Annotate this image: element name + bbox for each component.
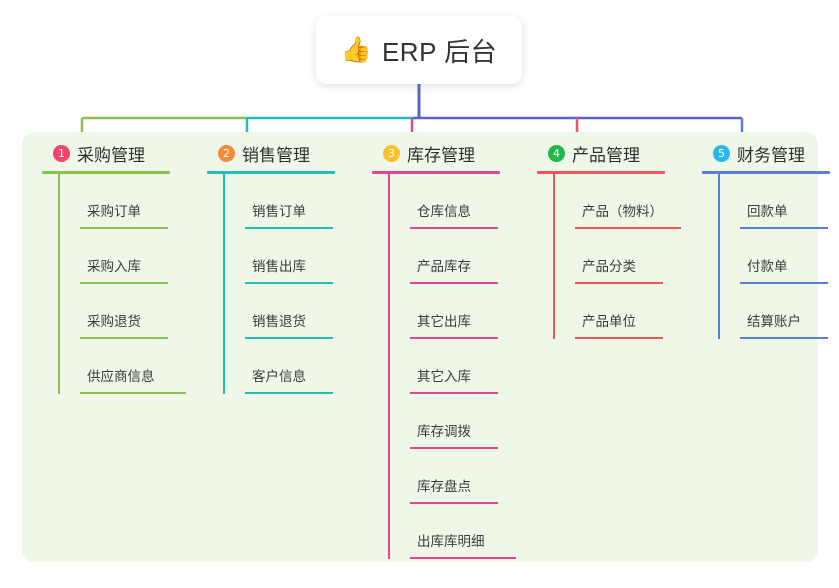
leaf-underline [80, 392, 186, 394]
leaf-underline [740, 282, 828, 284]
leaf-item[interactable]: 供应商信息 [80, 339, 186, 394]
column-header[interactable]: 3 库存管理 [366, 140, 516, 166]
column-title: 产品管理 [572, 145, 640, 165]
leaf-item[interactable]: 结算账户 [740, 284, 839, 339]
column-underline [42, 171, 170, 174]
leaf-item[interactable]: 销售出库 [245, 229, 351, 284]
leaf-underline [410, 557, 516, 559]
leaf-underline [245, 282, 333, 284]
leaf-item[interactable]: 其它出库 [410, 284, 516, 339]
leaf-label: 付款单 [747, 259, 788, 274]
column-4: 4 产品管理产品（物料） 产品分类产品单位 [531, 140, 681, 339]
branch-spine: 销售订单销售出库销售退货客户信息 [223, 174, 351, 394]
column-title: 销售管理 [242, 145, 310, 165]
leaf-underline [245, 227, 333, 229]
leaf-label: 库存调拨 [417, 424, 471, 439]
leaf-underline [575, 337, 663, 339]
leaf-underline [410, 502, 498, 504]
leaf-underline [80, 227, 168, 229]
diagram-panel [22, 132, 818, 562]
leaf-label: 其它入库 [417, 369, 471, 384]
branch-spine: 回款单付款单结算账户 [718, 174, 839, 339]
leaf-item[interactable]: 付款单 [740, 229, 839, 284]
leaf-underline [80, 282, 168, 284]
leaf-label: 产品分类 [582, 259, 636, 274]
column-badge: 4 [548, 144, 565, 162]
leaf-underline [410, 337, 498, 339]
leaf-label: 采购订单 [87, 204, 141, 219]
leaf-item[interactable]: 库存盘点 [410, 449, 516, 504]
leaf-label: 出库库明细 [417, 534, 485, 549]
leaf-item[interactable]: 采购订单 [80, 174, 186, 229]
leaf-item[interactable]: 产品（物料） [575, 174, 681, 229]
column-badge: 1 [53, 144, 70, 162]
column-header[interactable]: 5 财务管理 [696, 140, 839, 166]
leaf-item[interactable]: 其它入库 [410, 339, 516, 394]
leaf-label: 其它出库 [417, 314, 471, 329]
leaf-item[interactable]: 销售退货 [245, 284, 351, 339]
leaf-underline [740, 227, 828, 229]
column-header[interactable]: 2 销售管理 [201, 140, 351, 166]
root-node[interactable]: 👍 ERP 后台 [316, 16, 522, 84]
branch-spine: 仓库信息产品库存其它出库其它入库库存调拨库存盘点出库库明细 [388, 174, 516, 559]
leaf-label: 产品库存 [417, 259, 471, 274]
branch-spine: 采购订单采购入库采购退货供应商信息 [58, 174, 186, 394]
leaf-item[interactable]: 出库库明细 [410, 504, 516, 559]
leaf-label: 销售退货 [252, 314, 306, 329]
leaf-item[interactable]: 产品分类 [575, 229, 681, 284]
leaf-label: 产品单位 [582, 314, 636, 329]
leaf-underline [410, 447, 498, 449]
column-underline [702, 171, 830, 174]
leaf-label: 采购退货 [87, 314, 141, 329]
leaf-item[interactable]: 采购退货 [80, 284, 186, 339]
root-title: ERP 后台 [381, 36, 498, 67]
leaf-underline [80, 337, 168, 339]
column-badge: 5 [713, 144, 730, 162]
thumbs-up-icon: 👍 [340, 35, 372, 64]
column-5: 5 财务管理回款单付款单结算账户 [696, 140, 839, 339]
leaf-underline [410, 392, 498, 394]
column-badge: 3 [383, 144, 400, 162]
column-3: 3 库存管理仓库信息产品库存其它出库其它入库库存调拨库存盘点出库库明细 [366, 140, 516, 559]
leaf-label: 销售订单 [252, 204, 306, 219]
column-title: 采购管理 [77, 145, 145, 165]
leaf-item[interactable]: 库存调拨 [410, 394, 516, 449]
leaf-item[interactable]: 客户信息 [245, 339, 351, 394]
leaf-underline [410, 282, 498, 284]
leaf-label: 采购入库 [87, 259, 141, 274]
column-badge: 2 [218, 144, 235, 162]
leaf-label: 结算账户 [747, 314, 801, 329]
column-underline [537, 171, 665, 174]
leaf-item[interactable]: 产品库存 [410, 229, 516, 284]
leaf-item[interactable]: 回款单 [740, 174, 839, 229]
leaf-label: 库存盘点 [417, 479, 471, 494]
leaf-underline [245, 337, 333, 339]
column-underline [207, 171, 335, 174]
column-1: 1 采购管理采购订单采购入库采购退货供应商信息 [36, 140, 186, 394]
leaf-item[interactable]: 产品单位 [575, 284, 681, 339]
leaf-label: 产品（物料） [582, 204, 663, 219]
leaf-item[interactable]: 采购入库 [80, 229, 186, 284]
leaf-label: 供应商信息 [87, 369, 155, 384]
leaf-label: 回款单 [747, 204, 788, 219]
leaf-label: 仓库信息 [417, 204, 471, 219]
leaf-label: 客户信息 [252, 369, 306, 384]
column-title: 财务管理 [737, 145, 805, 165]
leaf-underline [740, 337, 828, 339]
leaf-underline [575, 227, 681, 229]
column-title: 库存管理 [407, 145, 475, 165]
leaf-underline [410, 227, 498, 229]
leaf-underline [245, 392, 333, 394]
column-2: 2 销售管理销售订单销售出库销售退货客户信息 [201, 140, 351, 394]
column-underline [372, 171, 500, 174]
column-header[interactable]: 4 产品管理 [531, 140, 681, 166]
leaf-item[interactable]: 销售订单 [245, 174, 351, 229]
column-header[interactable]: 1 采购管理 [36, 140, 186, 166]
leaf-label: 销售出库 [252, 259, 306, 274]
branch-spine: 产品（物料） 产品分类产品单位 [553, 174, 681, 339]
leaf-item[interactable]: 仓库信息 [410, 174, 516, 229]
leaf-underline [575, 282, 663, 284]
